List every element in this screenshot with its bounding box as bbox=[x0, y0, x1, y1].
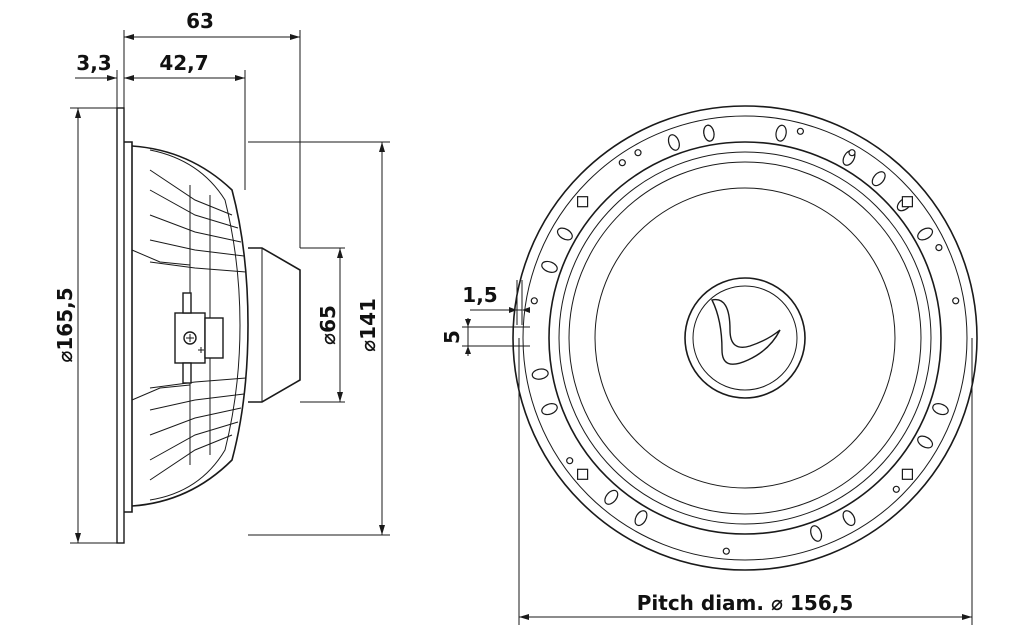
pitch-label: Pitch diam. bbox=[637, 591, 764, 615]
cone-ring bbox=[594, 187, 896, 489]
mounting-hole bbox=[566, 457, 574, 465]
mounting-tab bbox=[576, 468, 589, 480]
diameter-symbol: ⌀ bbox=[53, 351, 77, 363]
mounting-slot bbox=[541, 403, 558, 416]
mounting-slot bbox=[703, 124, 715, 142]
mounting-hole bbox=[892, 485, 900, 493]
dim-label-5: 5 bbox=[440, 330, 464, 344]
mounting-slot bbox=[667, 134, 680, 151]
mounting-slot bbox=[541, 260, 558, 273]
surround-lip bbox=[124, 141, 133, 513]
mounting-tab bbox=[901, 196, 914, 208]
mounting-tab bbox=[901, 468, 914, 480]
mounting-slot bbox=[775, 124, 787, 142]
svg-text:⌀65: ⌀65 bbox=[316, 305, 340, 345]
surround-inner bbox=[558, 151, 932, 525]
dust-cap bbox=[684, 277, 806, 399]
side-view bbox=[116, 107, 301, 544]
rim-holes bbox=[530, 124, 960, 555]
mounting-slot bbox=[917, 227, 934, 241]
flange bbox=[116, 107, 125, 544]
mounting-hole bbox=[634, 149, 642, 157]
mounting-hole bbox=[530, 297, 538, 305]
dim-label-3-3: 3,3 bbox=[76, 51, 111, 75]
front-dimensions: 1,5 5 Pitch diam. ⌀ 156,5 bbox=[440, 280, 973, 625]
mounting-hole bbox=[796, 127, 805, 135]
mounting-slot bbox=[932, 403, 949, 416]
basket-inner bbox=[149, 149, 241, 501]
surround-outer bbox=[548, 141, 942, 535]
dim-label-42-7: 42,7 bbox=[159, 51, 208, 75]
side-dimensions: 63 3,3 42,7 ⌀165,5 ⌀65 ⌀141 bbox=[53, 9, 390, 544]
dim-label-165-5: 165,5 bbox=[53, 287, 77, 350]
dim-label-63: 63 bbox=[186, 9, 214, 33]
mounting-slot bbox=[810, 525, 823, 542]
dust-cap-logo-icon bbox=[710, 298, 781, 365]
mounting-slot bbox=[871, 171, 886, 187]
rim-inner bbox=[522, 115, 968, 561]
dim-label-65: 65 bbox=[316, 305, 340, 333]
dust-cap-inner bbox=[692, 285, 798, 391]
svg-text:⌀165,5: ⌀165,5 bbox=[53, 287, 77, 362]
outer-rim bbox=[512, 105, 978, 571]
dim-label-1-5: 1,5 bbox=[462, 283, 497, 307]
dim-label-pitch: 156,5 bbox=[790, 591, 853, 615]
mounting-hole bbox=[952, 297, 960, 305]
mounting-slot bbox=[634, 510, 648, 527]
mounting-hole bbox=[618, 159, 626, 167]
basket-ribs bbox=[131, 169, 247, 481]
cone-edge bbox=[568, 161, 922, 515]
dim-label-141: 141 bbox=[356, 298, 380, 340]
svg-text:⌀141: ⌀141 bbox=[356, 298, 380, 352]
mounting-tab bbox=[576, 196, 589, 208]
diameter-symbol: ⌀ bbox=[771, 591, 783, 615]
svg-text:Pitch diam. ⌀ 156,5: Pitch diam. ⌀ 156,5 bbox=[637, 591, 854, 615]
mounting-hole bbox=[722, 547, 730, 555]
mounting-slot bbox=[556, 227, 573, 241]
magnet bbox=[248, 247, 301, 403]
mounting-slot bbox=[842, 510, 856, 527]
mounting-hole bbox=[848, 149, 856, 157]
mounting-slot bbox=[917, 435, 934, 449]
basket-outer bbox=[131, 145, 249, 507]
diameter-symbol: ⌀ bbox=[316, 333, 340, 345]
front-view bbox=[512, 105, 978, 571]
diameter-symbol: ⌀ bbox=[356, 340, 380, 352]
terminal-icon bbox=[174, 292, 224, 384]
mounting-slot bbox=[604, 489, 619, 505]
mounting-slot bbox=[531, 368, 549, 380]
mounting-hole bbox=[935, 244, 943, 252]
